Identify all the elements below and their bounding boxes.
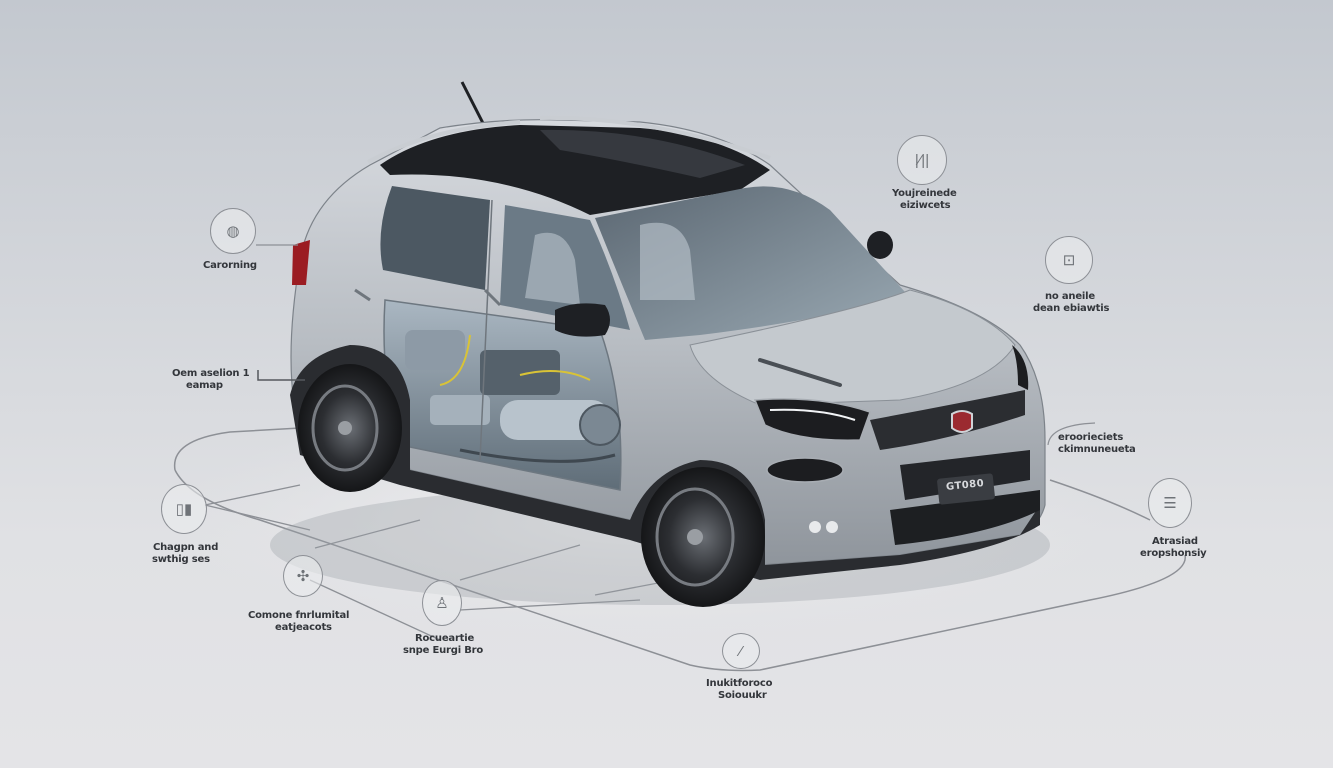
upper-grille [870,390,1025,450]
gauge-bars-icon: |⁄|| [897,135,947,185]
charger-icon: ▯▮ [161,484,207,534]
callout-label: Comone fnrlumital [248,610,350,621]
callout-label: no aneile [1045,291,1095,302]
lower-grille [890,490,1040,545]
side-mirror [555,303,610,337]
callout-label: Soiouukr [718,690,767,701]
fan-icon: ◍ [210,208,256,254]
callout-label: Carorning [203,260,257,271]
callout-label: eropshonsiy [1140,548,1207,559]
plate-badge [937,473,995,505]
display-panel-icon: ☰ [1148,478,1192,528]
seat-icon: ⊡ [1045,236,1093,284]
sensor-icon: ✣ [283,555,323,597]
callout-label: eiziwcets [900,200,951,211]
front-wheel [641,467,765,607]
callout-label: Youjreinede [892,188,957,199]
callout-label: dean ebiawtis [1033,303,1110,314]
brand-badge [951,410,973,433]
callout-label: Oem aselion 1 [172,368,250,379]
fog-light-housing [766,457,844,483]
rear-wheel [298,364,402,492]
callout-label: Atrasiad [1152,536,1198,547]
gauge-needle-icon: ⁄ [722,633,760,669]
callout-label: ckimnuneueta [1058,444,1136,455]
callout-label: snpe Eurgi Bro [403,645,484,656]
callout-label: Rocueartie [415,633,475,644]
windshield [595,186,905,340]
driver-icon: ♙ [422,580,462,626]
hood [689,289,1016,406]
rear-window [380,186,490,290]
callout-label: Chagpn and [153,542,219,553]
callout-label: eroorieciets [1058,432,1124,443]
callout-label: eatjeacots [275,622,332,633]
callout-label: Inukitforoco [706,678,773,689]
callout-label: swthig ses [152,554,210,565]
taillight [292,240,310,285]
callout-label: eamap [186,380,223,391]
